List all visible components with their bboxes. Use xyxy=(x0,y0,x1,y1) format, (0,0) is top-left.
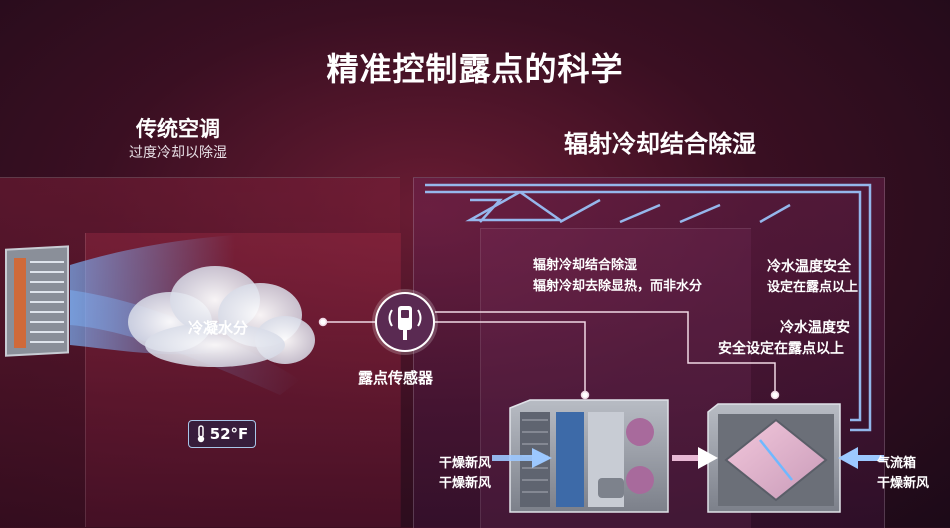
temperature-badge: 52°F xyxy=(188,420,256,448)
conventional-ac-subheading: 过度冷却以除湿 xyxy=(129,145,227,161)
ac-unit xyxy=(5,245,69,357)
radiant-ceiling-pipes xyxy=(425,183,872,432)
radiant-cooling-heading: 辐射冷却结合除湿 xyxy=(564,130,756,158)
flow-arrows xyxy=(492,447,884,469)
dew-point-sensor-icon xyxy=(377,294,433,350)
radiant-label-desc: 辐射冷却去除显热，而非水分 xyxy=(533,279,703,294)
connector-lines xyxy=(318,311,780,400)
heat-recovery-box xyxy=(707,403,841,513)
water-temp-label-b-line1: 冷水温度安 xyxy=(780,320,850,336)
temperature-value: 52°F xyxy=(209,425,249,443)
radiant-label-title: 辐射冷却结合除湿 xyxy=(533,258,638,273)
water-temp-label-a-line2: 设定在露点以上 xyxy=(767,280,859,295)
cloud-icon xyxy=(128,266,315,367)
dry-fresh-air-label-1: 干燥新风 xyxy=(439,456,492,471)
dry-fresh-air-label-2: 干燥新风 xyxy=(439,476,492,491)
airflow-box-fresh-air-label: 干燥新风 xyxy=(877,476,930,491)
dew-point-sensor-label: 露点传感器 xyxy=(358,369,434,387)
water-temp-label-b-line2: 安全设定在露点以上 xyxy=(718,341,844,357)
page-title: 精准控制露点的科学 xyxy=(326,50,624,88)
conventional-ac-heading: 传统空调 xyxy=(136,117,220,141)
airflow-box-label: 气流箱 xyxy=(877,456,917,471)
condensation-label: 冷凝水分 xyxy=(188,319,249,337)
water-temp-label-a-line1: 冷水温度安全 xyxy=(767,259,851,275)
sensor-circle xyxy=(375,292,435,352)
thermometer-icon xyxy=(197,425,204,443)
fresh-air-unit xyxy=(509,399,669,513)
